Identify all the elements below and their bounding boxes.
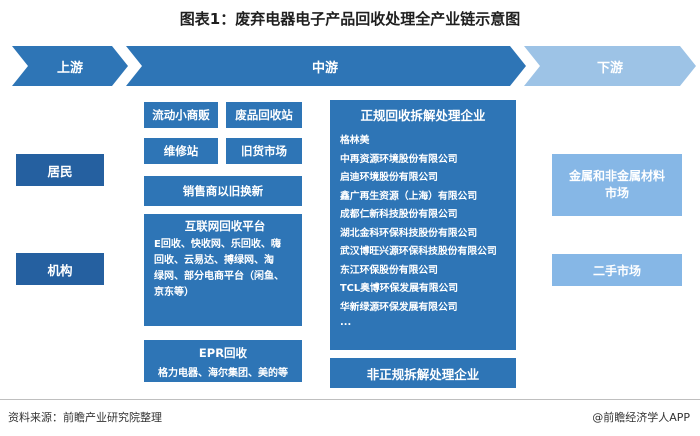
internet-platform-line: E回收、快收网、乐回收、嗨 (154, 239, 281, 250)
company-item: 成都仁新科技股份有限公司 (340, 209, 458, 220)
channel-repair-station: 维修站 (144, 138, 218, 164)
stage-downstream: 下游 (596, 60, 623, 76)
channel-trade-in: 销售商以旧换新 (144, 176, 302, 206)
upstream-institutions: 机构 (16, 253, 104, 285)
internet-platform-title: 互联网回收平台 (184, 219, 266, 233)
company-item: 格林美 (340, 135, 370, 146)
company-item: ... (340, 317, 352, 328)
stage-arrows (12, 46, 696, 86)
company-item: 华新绿源环保发展有限公司 (340, 301, 458, 313)
company-item: 启迪环境股份有限公司 (340, 172, 438, 183)
informal-recyclers: 非正规拆解处理企业 (330, 358, 516, 388)
company-item: 鑫广再生资源（上海）有限公司 (340, 190, 478, 202)
internet-platform-line: 京东等） (154, 287, 194, 298)
epr-title: EPR回收 (198, 346, 248, 360)
internet-platform-box: 互联网回收平台 E回收、快收网、乐回收、嗨 回收、云易达、搏绿网、淘 绿网、部分… (144, 214, 302, 326)
channel-used-market: 旧货市场 (226, 138, 302, 164)
internet-platform-line: 回收、云易达、搏绿网、淘 (154, 255, 274, 266)
footer-source: 资料来源：前瞻产业研究院整理 (8, 411, 162, 424)
stage-midstream: 中游 (311, 60, 338, 76)
formal-recyclers-title: 正规回收拆解处理企业 (360, 108, 486, 123)
epr-body: 格力电器、海尔集团、美的等 (158, 368, 288, 379)
upstream-residents: 居民 (16, 154, 104, 186)
stage-upstream: 上游 (56, 60, 83, 76)
downstream-materials-market: 金属和非金属材料 市场 (552, 154, 682, 216)
company-item: TCL奥博环保发展有限公司 (340, 283, 459, 294)
upstream-arrow (12, 46, 128, 86)
company-item: 中再资源环境股份有限公司 (340, 153, 458, 165)
epr-box: EPR回收 格力电器、海尔集团、美的等 (144, 340, 302, 382)
internet-platform-list: E回收、快收网、乐回收、嗨 回收、云易达、搏绿网、淘 绿网、部分电商平台（闲鱼、… (154, 237, 296, 301)
channel-small-vendors: 流动小商贩 (144, 102, 218, 128)
downstream-arrow (524, 46, 696, 86)
company-item: 武汉博旺兴源环保科技股份有限公司 (340, 246, 497, 257)
footer-divider (0, 399, 700, 400)
company-item: 东江环保股份有限公司 (340, 264, 438, 276)
internet-platform-line: 绿网、部分电商平台（闲鱼、 (154, 271, 284, 282)
formal-recyclers-box: 正规回收拆解处理企业 格林美中再资源环境股份有限公司启迪环境股份有限公司鑫广再生… (330, 100, 516, 350)
company-item: 湖北金科环保科技股份有限公司 (340, 227, 478, 239)
footer-brand: @前瞻经济学人APP (592, 411, 690, 424)
channel-waste-station: 废品回收站 (226, 102, 302, 128)
figure-title: 图表1：废弃电器电子产品回收处理全产业链示意图 (179, 10, 521, 28)
midstream-arrow (126, 46, 526, 86)
downstream-second-hand-market: 二手市场 (552, 254, 682, 286)
